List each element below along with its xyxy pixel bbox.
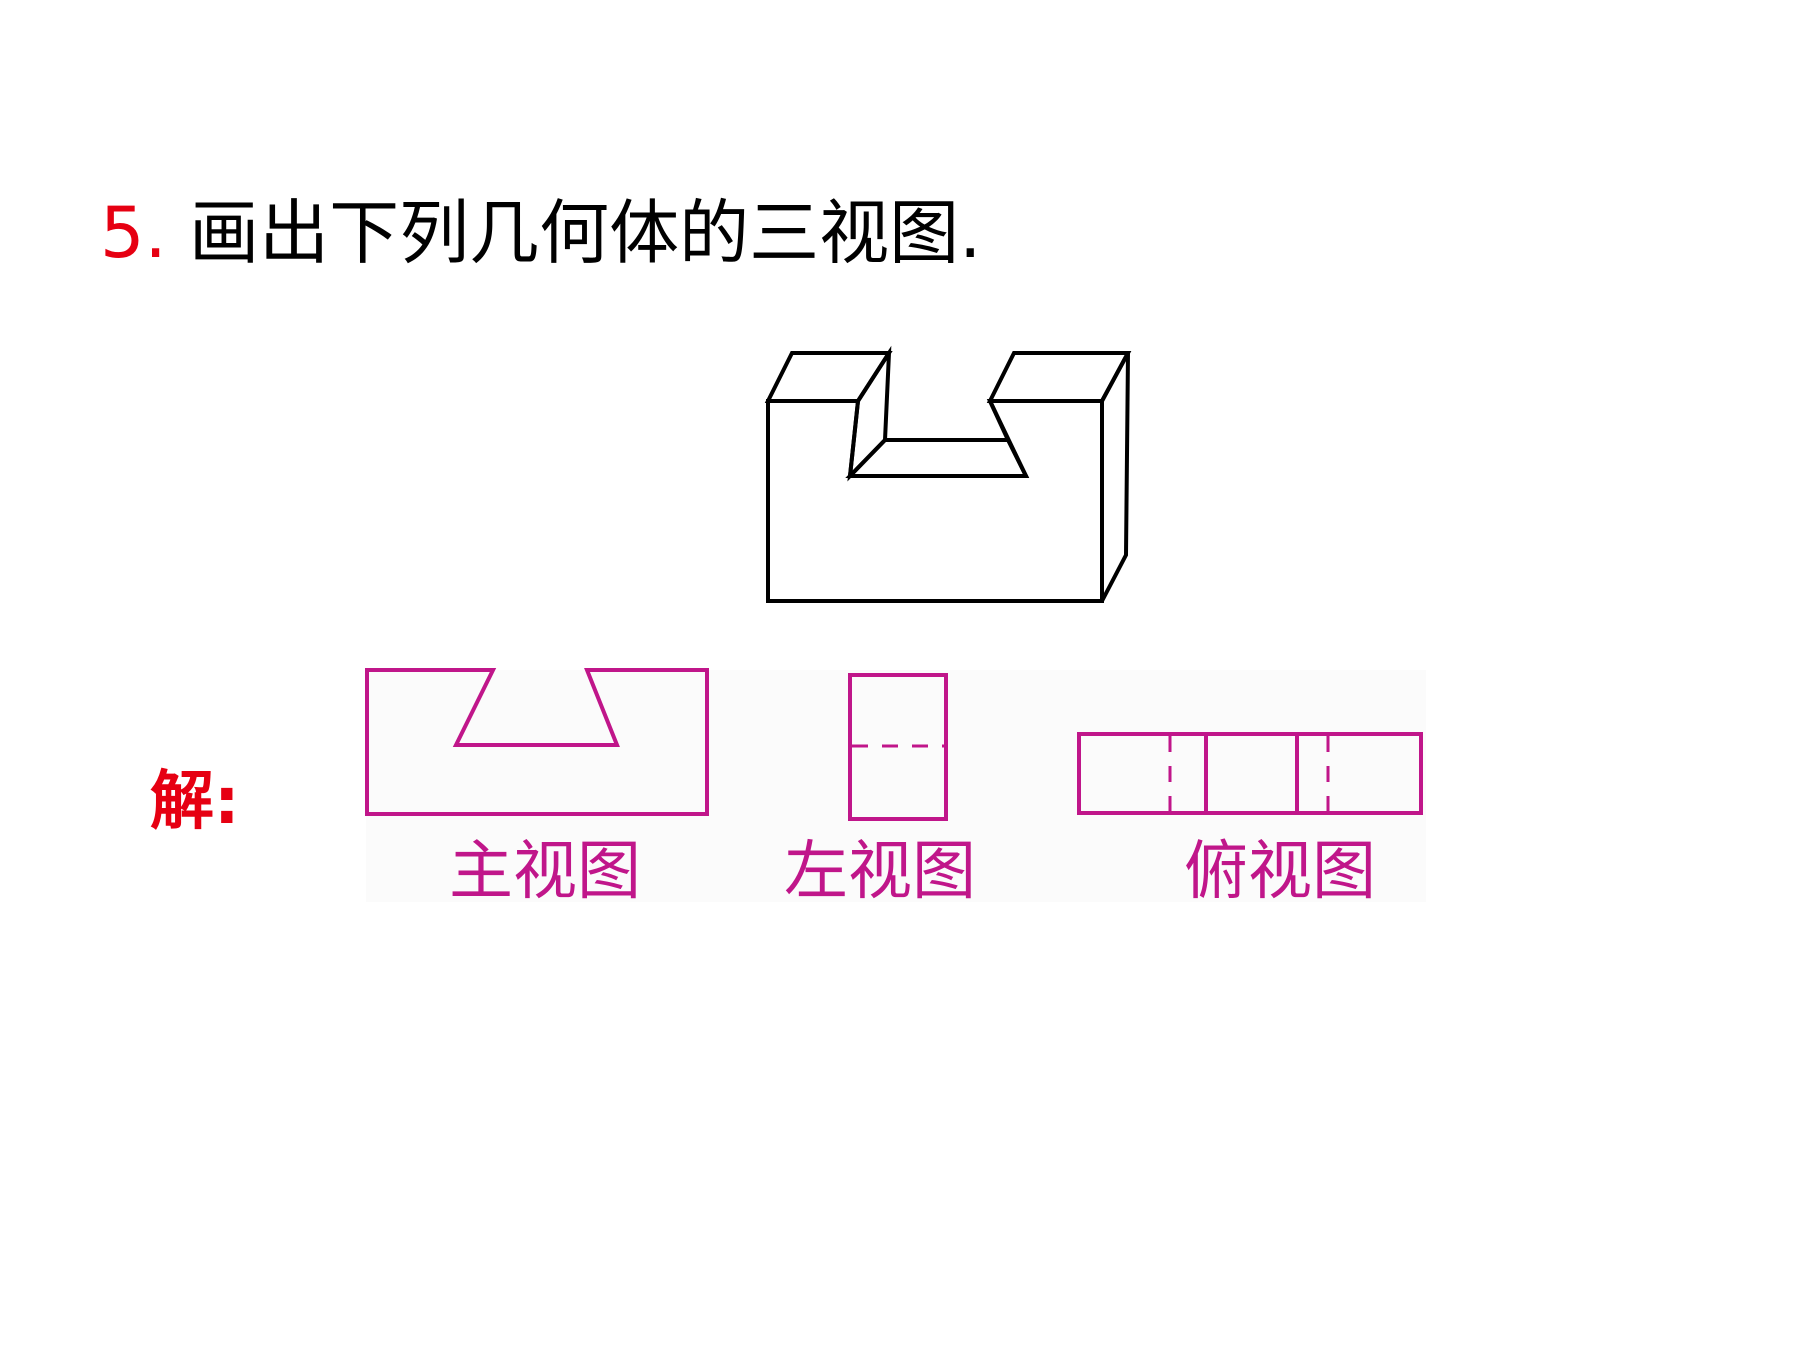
left-view-label: 左视图 <box>784 835 976 909</box>
solid-groove-bottom-face <box>845 438 1030 478</box>
left-view <box>848 673 948 821</box>
front-view <box>365 668 709 816</box>
question-text: 画出下列几何体的三视图. <box>189 192 982 274</box>
solid-right-side-face <box>1100 352 1130 602</box>
answer-label: 解: <box>150 765 240 839</box>
top-view <box>1077 732 1423 815</box>
solid-left-top-face <box>764 351 893 403</box>
left-view-outline <box>848 673 948 821</box>
front-view-label: 主视图 <box>449 835 641 909</box>
solid-front-face <box>766 399 1104 603</box>
front-view-outline <box>365 668 709 816</box>
top-view-label: 俯视图 <box>1184 835 1376 909</box>
solid-groove-right-edge <box>988 400 1010 441</box>
answer-panel <box>366 670 1426 902</box>
question-line: 5. 画出下列几何体的三视图. <box>100 188 981 278</box>
solid-figure <box>764 345 1132 603</box>
top-view-outline <box>1077 732 1423 815</box>
question-number: 5 <box>100 192 145 274</box>
question-separator: . <box>144 192 167 274</box>
